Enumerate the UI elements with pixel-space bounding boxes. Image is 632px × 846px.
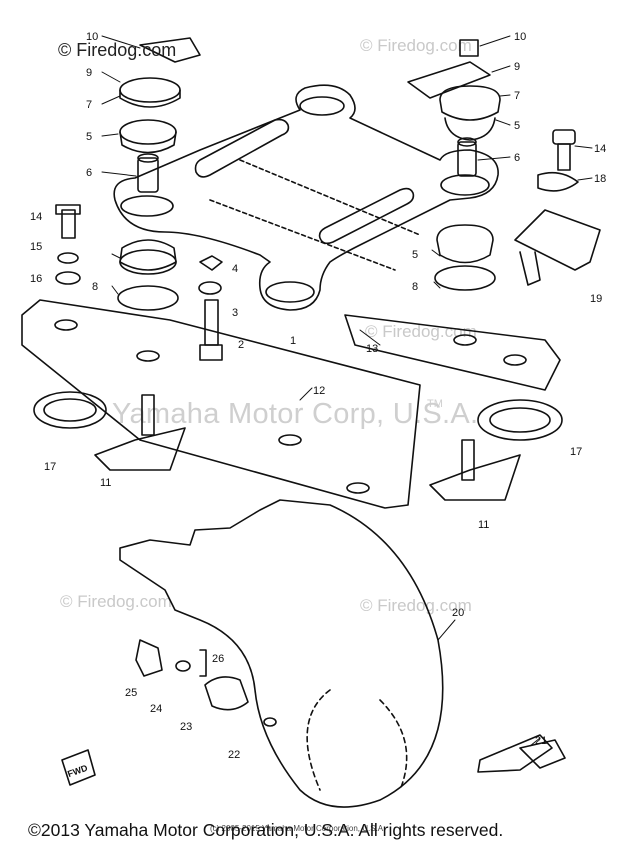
main-bracket-plate (113, 84, 499, 311)
callout: 22 (228, 749, 240, 761)
watermark-tile: © Firedog.com (365, 322, 477, 341)
callout: 25 (125, 687, 137, 699)
callout: 12 (313, 385, 325, 397)
callout: 8 (92, 281, 98, 293)
callout: 18 (594, 173, 606, 185)
callout: 2 (238, 339, 244, 351)
cover-shell (61, 499, 566, 808)
watermark-tile: © Firedog.com (360, 36, 472, 55)
left-mount-stack (55, 37, 223, 361)
callout: 7 (514, 90, 520, 102)
callout: 16 (30, 273, 42, 285)
callout: 4 (232, 263, 238, 275)
leader-lines (101, 35, 593, 747)
callout: 21 (535, 735, 547, 747)
callout: 5 (86, 131, 92, 143)
callout: 6 (86, 167, 92, 179)
callout: 5 (412, 249, 418, 261)
watermark-tm: TM (427, 398, 443, 410)
callout: 1 (290, 335, 296, 347)
callout: 20 (452, 607, 464, 619)
callout: 17 (44, 461, 56, 473)
callout: 8 (412, 281, 418, 293)
callout: 11 (478, 519, 489, 531)
callout: 5 (514, 120, 520, 132)
corner-watermark: © Firedog.com (58, 40, 177, 60)
callout: 6 (514, 152, 520, 164)
callout: 19 (590, 293, 602, 305)
small-copyright: (c) 2005-2015 Yamaha Motor Corporation, … (210, 824, 386, 833)
mount-plates (21, 299, 563, 509)
callout: 9 (514, 61, 520, 73)
callout: 14 (30, 211, 42, 223)
watermark-tile: © Firedog.com (60, 592, 172, 611)
callout: 3 (232, 307, 238, 319)
callout: 7 (86, 99, 92, 111)
callout: 15 (30, 241, 42, 253)
right-mount-stack (407, 39, 601, 291)
callout: 11 (100, 477, 111, 489)
callout: 23 (180, 721, 192, 733)
fwd-arrow-label: FWD (66, 763, 89, 780)
callout: 10 (86, 31, 98, 43)
callout: 10 (514, 31, 526, 43)
callout-numbers: 10 9 7 5 6 14 15 16 8 4 3 2 1 5 8 10 9 7… (30, 31, 606, 779)
copyright-footer: ©2013 Yamaha Motor Corporation, U.S.A. A… (28, 820, 504, 840)
callout: 26 (212, 653, 224, 665)
callout: 17 (570, 446, 582, 458)
callout: 13 (366, 343, 378, 355)
callout: 14 (594, 143, 606, 155)
callout: 9 (86, 67, 92, 79)
callout: 24 (150, 703, 162, 715)
watermark-tile: © Firedog.com (360, 596, 472, 615)
